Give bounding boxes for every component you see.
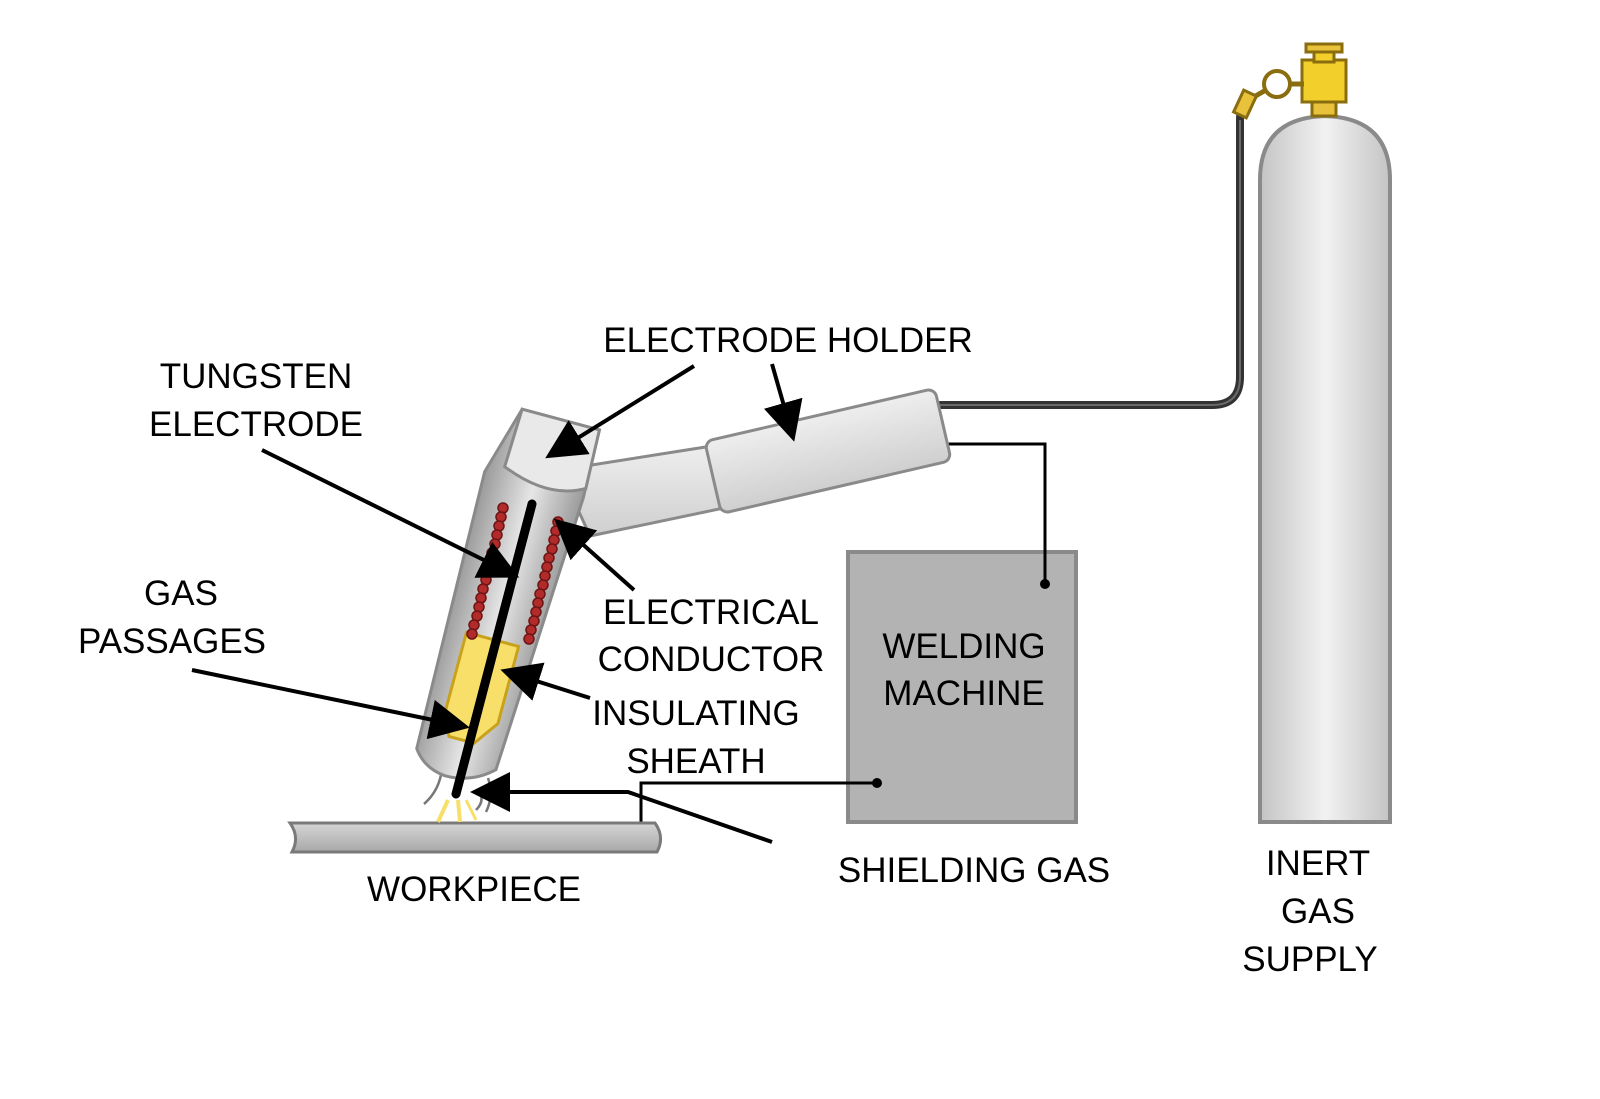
power-cable bbox=[948, 442, 1047, 584]
cylinder-valve-icon bbox=[1231, 42, 1348, 120]
workpiece-plate bbox=[287, 821, 662, 854]
label-conductor-line2: CONDUCTOR bbox=[598, 640, 825, 679]
label-workpiece: WORKPIECE bbox=[367, 870, 581, 909]
tungsten-electrode-rod bbox=[451, 499, 537, 799]
arrow-sheath bbox=[500, 662, 591, 701]
arrow-conductor bbox=[554, 518, 636, 592]
label-sheath-line2: SHEATH bbox=[626, 742, 765, 781]
label-sheath-line1: INSULATING bbox=[592, 694, 799, 733]
label-conductor-line1: ELECTRICAL bbox=[603, 593, 819, 632]
label-inert-line1: INERT bbox=[1266, 844, 1370, 883]
gas-cylinder bbox=[1258, 113, 1392, 824]
gas-hose-highlight bbox=[940, 120, 1241, 406]
holder-grip bbox=[704, 388, 952, 514]
leader-arrows bbox=[191, 363, 803, 844]
arrow-tungsten bbox=[261, 448, 520, 578]
label-gas-line1: GAS bbox=[144, 574, 218, 613]
label-welding-line1: WELDING bbox=[882, 627, 1045, 666]
arc-flame-icon bbox=[436, 799, 478, 823]
label-inert-line2: GAS bbox=[1281, 892, 1355, 931]
ground-cable bbox=[639, 781, 877, 824]
arrow-shielding-gas bbox=[470, 772, 773, 844]
label-inert-line3: SUPPLY bbox=[1242, 940, 1378, 979]
label-welding-line2: MACHINE bbox=[883, 674, 1044, 713]
arrow-electrode-holder-2 bbox=[763, 363, 803, 442]
arrow-electrode-holder-1 bbox=[545, 364, 696, 459]
arrow-gas-passages bbox=[191, 668, 470, 740]
label-tungsten-line2: ELECTRODE bbox=[149, 405, 363, 444]
gas-hose bbox=[936, 92, 1252, 409]
power-terminal bbox=[1040, 579, 1050, 589]
label-tungsten-line1: TUNGSTEN bbox=[160, 357, 353, 396]
welding-machine-box bbox=[846, 550, 1078, 824]
label-electrode-holder: ELECTRODE HOLDER bbox=[603, 321, 973, 360]
label-gas-line2: PASSAGES bbox=[78, 622, 266, 661]
label-shielding-gas: SHIELDING GAS bbox=[838, 851, 1110, 890]
ground-terminal bbox=[872, 778, 882, 788]
